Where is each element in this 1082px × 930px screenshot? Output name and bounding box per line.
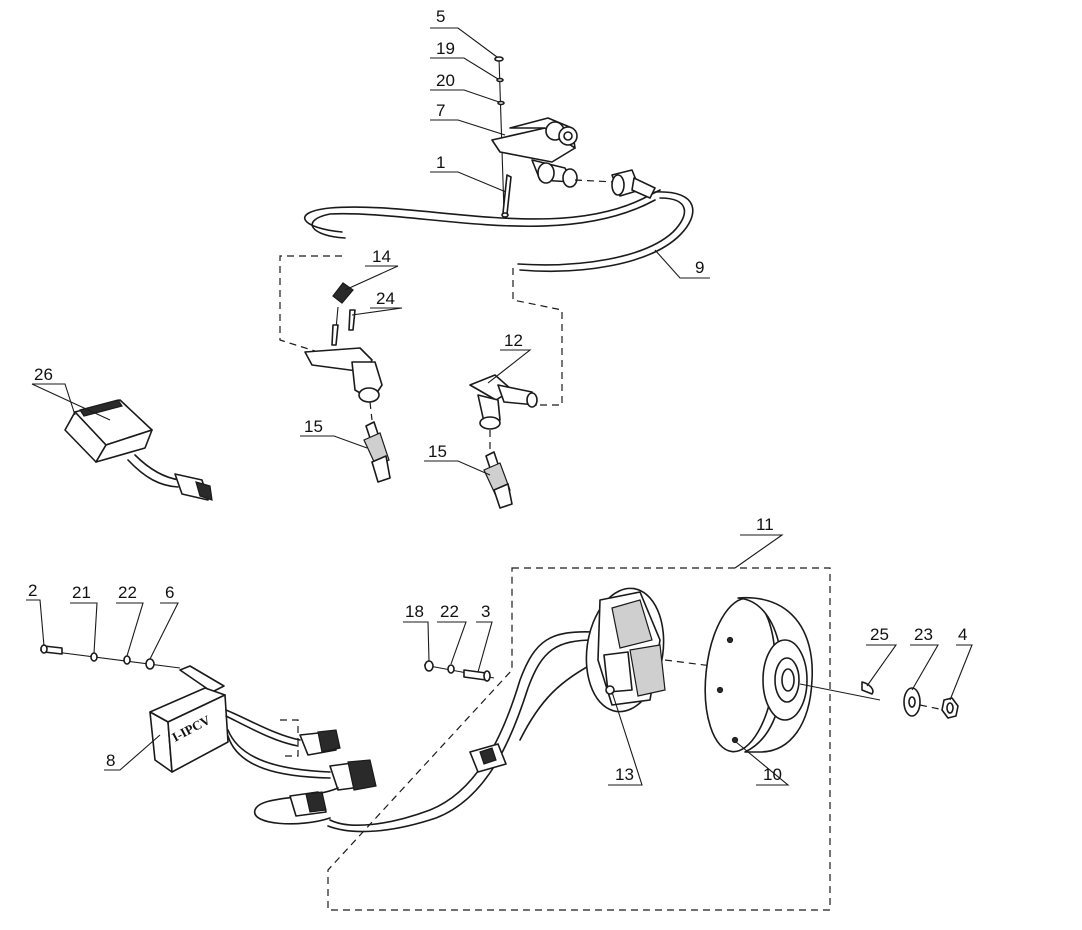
nut-6 — [145, 658, 155, 670]
spark-plug-cap-right-12 — [469, 374, 538, 452]
washer-19 — [496, 77, 504, 83]
ignition-coil-group — [491, 56, 616, 218]
callout-19: 19 — [436, 39, 455, 58]
callout-14: 14 — [372, 247, 391, 266]
key-25 — [861, 681, 874, 695]
stator-harness — [327, 630, 601, 833]
callout-23: 23 — [914, 625, 933, 644]
callout-22-right: 22 — [440, 602, 459, 621]
callout-18: 18 — [405, 602, 424, 621]
callout-10: 10 — [763, 765, 782, 784]
coil-lead-dash — [574, 179, 616, 183]
flywheel-axis — [799, 683, 881, 701]
stator-13 — [585, 587, 713, 713]
stator-fasteners — [423, 660, 495, 682]
coil-mount-axis — [498, 57, 505, 213]
stator-axis — [664, 659, 713, 667]
callout-4: 4 — [958, 625, 967, 644]
lead-dash-right — [512, 268, 563, 406]
callout-13: 13 — [615, 765, 634, 784]
flywheel-fasteners — [861, 681, 959, 719]
callout-24: 24 — [376, 289, 395, 308]
screw-5 — [494, 56, 504, 62]
callout-15-left: 15 — [304, 417, 323, 436]
harness-dash — [280, 719, 299, 757]
spark-plug-left-15 — [363, 421, 391, 483]
lead-dash-left — [279, 255, 342, 353]
washer-22b — [447, 664, 455, 674]
bolt-1-head — [501, 212, 509, 218]
ignition-coil-7 — [491, 117, 578, 188]
cdi-harness — [225, 709, 377, 825]
callout-7: 7 — [436, 101, 445, 120]
flywheel-10 — [704, 596, 881, 753]
bolt-1 — [502, 174, 512, 215]
callout-8: 8 — [106, 751, 115, 770]
callout-9: 9 — [695, 258, 704, 277]
callout-21: 21 — [72, 583, 91, 602]
callout-11: 11 — [756, 515, 774, 534]
leader-lines — [26, 27, 973, 786]
kit-boundary-11 — [327, 567, 831, 911]
callout-1: 1 — [436, 153, 445, 172]
callout-20: 20 — [436, 71, 455, 90]
screw-3 — [463, 669, 487, 681]
callout-5: 5 — [436, 7, 445, 26]
callout-numbers: 5 19 20 7 1 9 14 24 12 26 15 15 11 2 21 … — [28, 7, 967, 784]
callout-26: 26 — [34, 365, 53, 384]
callout-22-left: 22 — [118, 583, 137, 602]
ht-lead-9 — [279, 169, 694, 406]
spark-plug-right-15 — [483, 451, 513, 509]
washer-21 — [90, 652, 98, 662]
callout-25: 25 — [870, 625, 889, 644]
washer-20 — [497, 100, 505, 106]
cdi-unit-8: I-IPCV — [39, 644, 229, 773]
cdi-fastener-axis — [39, 649, 181, 669]
cap-clip-14 — [332, 282, 354, 304]
screw-24 — [348, 309, 356, 331]
washer-18 — [424, 660, 434, 672]
callout-12: 12 — [504, 331, 523, 350]
cap-screw — [331, 324, 339, 346]
callout-2: 2 — [28, 581, 37, 600]
washer-22 — [123, 655, 131, 665]
callout-3: 3 — [481, 602, 490, 621]
spark-plug-cap-left — [304, 282, 383, 421]
callout-6: 6 — [165, 583, 174, 602]
regulator-26 — [64, 399, 213, 501]
callout-15-right: 15 — [428, 442, 447, 461]
